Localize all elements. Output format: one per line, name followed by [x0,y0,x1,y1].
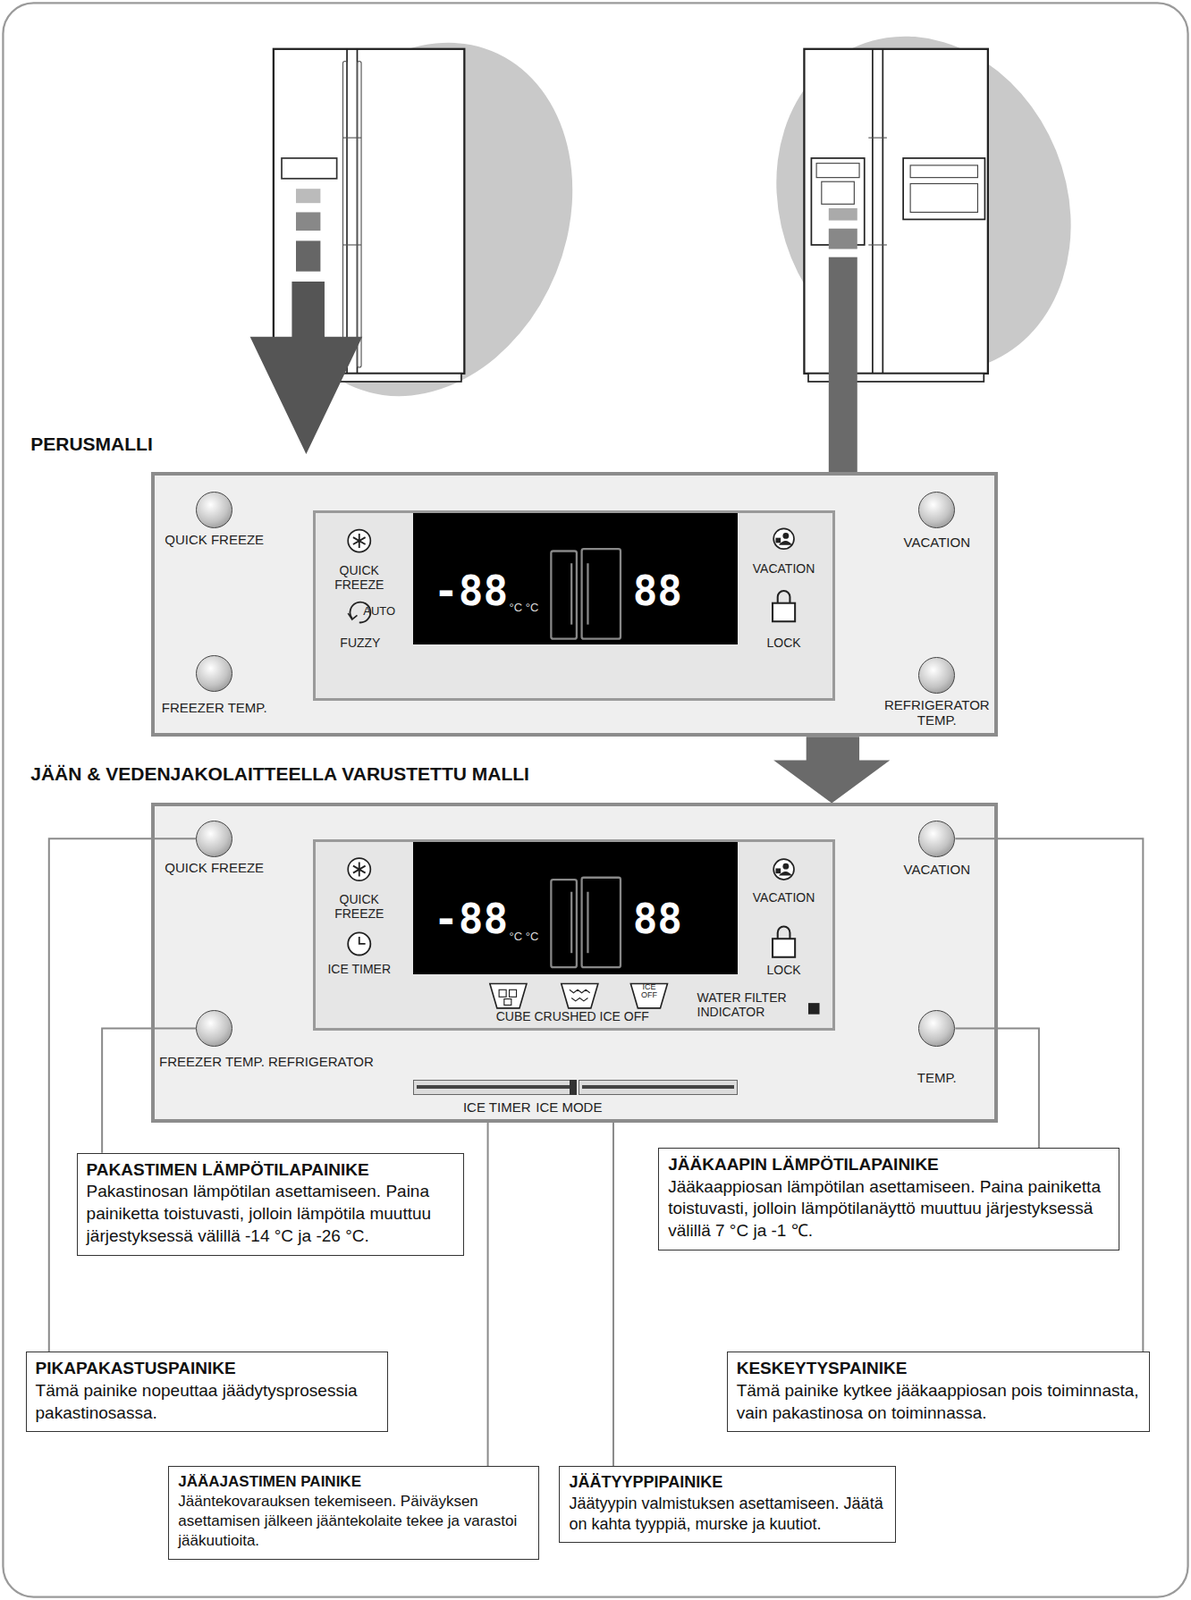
slider-bar [413,1080,577,1096]
indicator-label: FUZZY [326,635,394,651]
slider-knob [569,1080,577,1096]
control-button: FREEZER TEMP. [143,655,287,720]
button-label: VACATION [875,861,998,878]
callout-box: JÄÄAJASTIMEN PAINIKEJääntekovarauksen te… [168,1466,539,1560]
control-panel: PERUSMALLIQUICK FREEZEFREEZER TEMP.VACAT… [151,472,998,737]
slider-label: ICE TIMER [439,1099,532,1115]
callout-heading: JÄÄAJASTIMEN PAINIKE [177,1472,529,1493]
display-frame: QUICK FREEZE ICE TIMER VACATION LOCK CUBE CR… [312,839,835,1031]
indicator-label: QUICK FREEZE [326,563,392,592]
button-circle [195,491,233,529]
leader-line [101,1028,196,1153]
callout-box: PAKASTIMEN LÄMPÖTILAPAINIKEPakastinosan … [76,1153,465,1257]
button-label: VACATION [875,534,998,550]
button-circle [918,491,955,529]
control-button: REFRIGERATOR TEMP. [865,657,1009,735]
slider-bar [578,1080,738,1096]
button-label: FREEZER TEMP. [143,700,287,716]
indicator-label: WATER FILTER INDICATOR [697,990,808,1020]
callout-body: Tämä painike kytkee jääkaappiosan pois t… [736,1380,1141,1425]
button-circle [195,655,233,693]
leader-line [487,1120,490,1467]
callout-body: Tämä painike nopeuttaa jäädytysprosessia… [35,1380,379,1425]
control-button: VACATION [875,491,998,555]
model-heading: PERUSMALLI [30,433,153,456]
icon-text: ICE OFF [633,983,665,1000]
control-button: TEMP. [895,1010,978,1091]
callout-body: Jäätyypin valmistuksen asettamiseen. Jää… [568,1494,887,1537]
model-heading: JÄÄN & VEDENJAKOLAITTEELLA VARUSTETTU MA… [30,763,530,786]
indicator-label: LOCK [752,962,814,978]
display-digits: -88 [433,896,508,943]
display-digits: -88 [433,568,508,615]
button-circle [918,820,955,858]
control-button: VACATION [875,820,998,883]
indicator-label: QUICK FREEZE [326,892,392,921]
button-label: QUICK FREEZE [148,860,281,876]
control-button: QUICK FREEZE [148,491,281,552]
slider-label: ICE MODE [535,1099,602,1115]
indicator-label: CUBE CRUSHED ICE OFF [475,1009,670,1024]
indicator-label: AUTO [363,605,396,619]
callout-box: JÄÄTYYPPIPAINIKEJäätyypin valmistuksen a… [558,1466,896,1544]
callout-heading: JÄÄTYYPPIPAINIKE [568,1472,887,1494]
display-digits: 88 [633,896,683,943]
button-circle [195,820,233,858]
indicator-label: VACATION [743,561,825,576]
slider-button: ICE MODE [578,1077,738,1121]
control-button: QUICK FREEZE [148,820,281,881]
slider-groove [582,1085,735,1090]
button-label: TEMP. [895,1070,978,1086]
leader-line [954,838,1143,1352]
leader-line [49,838,196,1352]
display-digits: °C °C [509,930,540,945]
button-circle [195,1010,233,1048]
button-label: QUICK FREEZE [148,532,281,548]
callout-heading: JÄÄKAAPIN LÄMPÖTILAPAINIKE [667,1154,1110,1177]
callout-heading: KESKEYTYSPAINIKE [736,1358,1141,1381]
lcd-screen: -88°C °C 88 [413,842,738,975]
indicator-label: LOCK [752,635,814,651]
button-label: REFRIGERATOR TEMP. [865,697,1009,729]
indicator-label: ICE TIMER [312,962,406,977]
leader-line [612,1120,615,1467]
callout-box: PIKAPAKASTUSPAINIKETämä painike nopeutta… [25,1351,389,1433]
callout-heading: PIKAPAKASTUSPAINIKE [35,1358,379,1381]
callout-body: Jääntekovarauksen tekemiseen. Päiväyksen… [177,1492,529,1552]
indicator-label: VACATION [743,890,825,905]
display-digits: 88 [633,568,683,615]
button-circle [918,1010,955,1048]
slider-groove [416,1085,574,1090]
button-label: FREEZER TEMP. REFRIGERATOR [159,1054,405,1070]
lcd-screen: -88°C °C 88 [413,513,738,645]
callout-box: JÄÄKAAPIN LÄMPÖTILAPAINIKEJääkaappiosan … [658,1148,1120,1251]
callout-heading: PAKASTIMEN LÄMPÖTILAPAINIKE [86,1159,456,1183]
display-digits: °C °C [509,601,540,616]
display-frame: QUICK FREEZE AUTO FUZZY VACATION LOCK -88°C °… [312,510,835,702]
callout-body: Pakastinosan lämpötilan asettamiseen. Pa… [86,1181,456,1248]
button-circle [918,657,955,694]
callout-body: Jääkaappiosan lämpötilan asettamiseen. P… [667,1176,1110,1243]
control-panel: JÄÄN & VEDENJAKOLAITTEELLA VARUSTETTU MA… [151,802,998,1123]
callout-box: KESKEYTYSPAINIKETämä painike kytkee jääk… [726,1351,1151,1433]
